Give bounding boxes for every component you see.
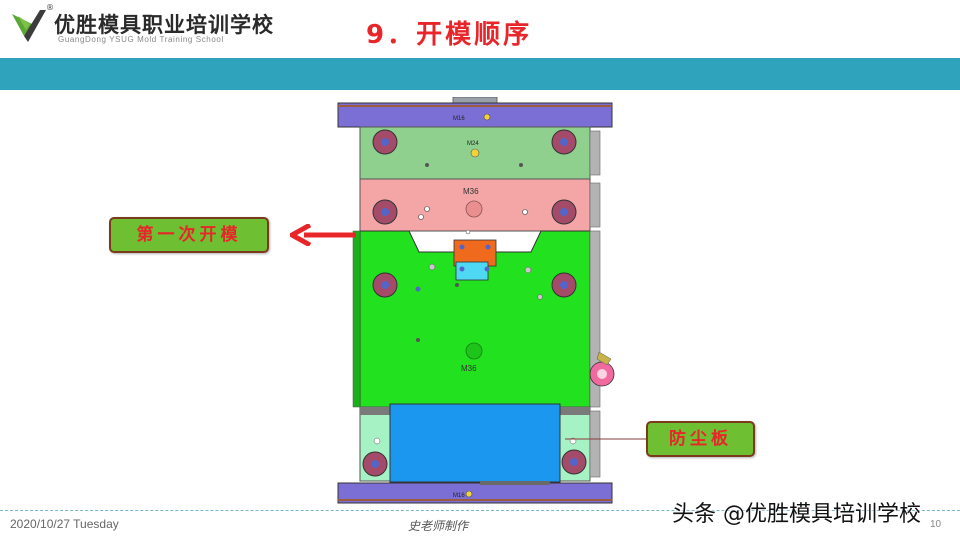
school-name: 优胜模具职业培训学校 (54, 13, 274, 37)
slide-title: 9．开模顺序 (366, 20, 533, 50)
school-logo-icon (12, 10, 46, 42)
sprue-bush (452, 97, 498, 104)
open-direction-arrow-icon (290, 224, 356, 246)
bottom-clamp-plate (337, 482, 613, 504)
footer-author: 史老师制作 (408, 519, 469, 533)
top-plate-label: M16 (453, 116, 465, 122)
b-plate-label: M36 (461, 364, 477, 373)
leader-line (565, 438, 647, 440)
title-band (0, 58, 960, 90)
stripper-plate-label: M24 (467, 141, 479, 147)
footer-divider (0, 510, 960, 511)
watermark: 头条 @优胜模具培训学校 (672, 502, 921, 527)
registered-mark: ® (46, 3, 54, 12)
mold-diagram: M16 M24 M36 M36 M16 (337, 97, 615, 504)
dust-plate (389, 403, 561, 483)
a-plate-label: M36 (463, 187, 479, 196)
school-name-english: GuangDong YSUG Mold Training School (58, 35, 224, 44)
footer-date: 2020/10/27 Tuesday (10, 517, 119, 531)
dust-plate-callout: 防尘板 (646, 421, 755, 457)
first-opening-callout: 第一次开模 (109, 217, 269, 253)
bottom-plate-label: M16 (453, 493, 465, 499)
page-number: 10 (930, 519, 942, 530)
